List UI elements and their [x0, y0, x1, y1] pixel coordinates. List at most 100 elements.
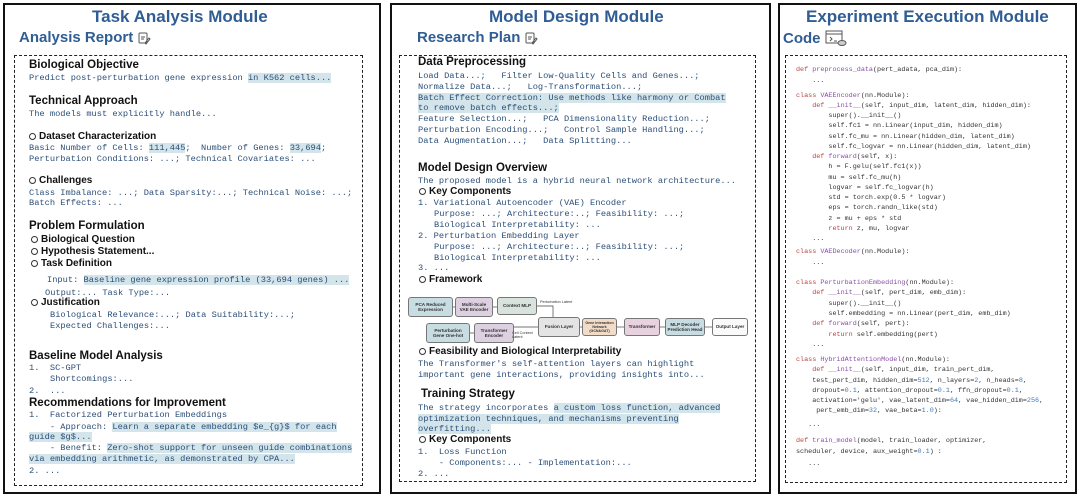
training-highlight-2: optimization techniques, and mechanisms …	[418, 414, 679, 424]
baseline-line-1: 1. SC-GPT	[29, 363, 82, 373]
objective-text: Predict post-perturbation gene expressio…	[29, 73, 248, 83]
analysis-report-box	[14, 55, 363, 486]
training-text: The strategy incorporates	[418, 403, 554, 413]
circle-bullet-icon	[29, 177, 36, 184]
task-definition-item: Task Definition	[31, 258, 112, 269]
analysis-report-subtitle: Analysis Report	[19, 29, 151, 46]
recommendation-2: 2. ...	[29, 466, 61, 476]
circle-bullet-icon	[31, 248, 38, 255]
training-component-1: 1. Loss Function	[418, 447, 507, 457]
analysis-report-label: Analysis Report	[19, 29, 134, 46]
baseline-heading: Baseline Model Analysis	[29, 350, 163, 362]
prep-line-6: Perturbation Encoding...; Control Sample…	[418, 125, 705, 135]
overview-text: The proposed model is a hybrid neural ne…	[418, 176, 737, 186]
code-line: def __init__(self, pert_dim, emb_dim):	[812, 289, 967, 297]
code-line: def preprocess_data(pert_adata, pca_dim)…	[796, 66, 963, 74]
biological-question-item: Biological Question	[31, 234, 135, 245]
challenges-line-1: Class Imbalance: ...; Data Sparsity:...;…	[29, 188, 353, 198]
benefit-text-2: via embedding arithmetic, as demonstrate…	[29, 454, 295, 464]
technical-approach-heading: Technical Approach	[29, 95, 138, 107]
code-line: std = torch.exp(0.5 * logvar)	[796, 194, 946, 202]
approach-text-2: guide $g$...	[29, 432, 92, 442]
training-line-3: overfitting...	[418, 424, 491, 435]
code-line: h = F.gelu(self.fc1(x))	[796, 163, 922, 171]
pca-reduced-expression-node: PCA Reduced Expression	[408, 297, 453, 317]
objective-highlight: in K562 cells...	[247, 73, 332, 83]
code-line: self.fc_logvar = nn.Linear(hidden_dim, l…	[796, 143, 1031, 151]
biological-objective-text: Predict post-perturbation gene expressio…	[29, 73, 332, 84]
technical-approach-text: The models must explicitly handle...	[29, 109, 217, 119]
circle-bullet-icon	[31, 260, 38, 267]
training-key-label: Key Components	[429, 434, 512, 445]
transformer-encoder-node: Transformer Encoder	[474, 323, 514, 343]
approach-label: - Approach:	[29, 422, 113, 432]
component-2: 2. Perturbation Embedding Layer	[418, 231, 580, 241]
feasibility-item: Feasibility and Biological Interpretabil…	[419, 346, 621, 357]
code-line: scheduler, device, aux_weight=0.1) :	[796, 448, 942, 456]
circle-bullet-icon	[31, 299, 38, 306]
prep-line-4: to remove batch effects...;	[418, 103, 559, 114]
code-line: self.fc_mu = nn.Linear(hidden_dim, laten…	[796, 133, 1015, 141]
research-plan-label: Research Plan	[417, 29, 521, 46]
input-value: Baseline gene expression profile (33,694…	[83, 275, 350, 285]
biological-objective-heading: Biological Objective	[29, 59, 139, 71]
code-line: ...	[796, 341, 825, 349]
code-line: ...	[796, 259, 825, 267]
justification-label: Justification	[41, 297, 100, 308]
genes-label: ; Number of Genes:	[185, 143, 290, 153]
code-line: mu = self.fc_mu(h)	[796, 174, 902, 182]
code-line: super().__init__()	[796, 300, 902, 308]
baseline-line-3: 2. ...	[29, 386, 66, 396]
code-line: dropout=0.1, attention_dropout=0.1, ffn_…	[796, 387, 1023, 395]
feasibility-line-2: important gene interactions, providing i…	[418, 370, 705, 380]
code-line: class HybridAttentionModel(nn.Module):	[796, 356, 950, 364]
code-line: return self.embedding(pert)	[828, 331, 938, 339]
cells-value: 111,445	[148, 143, 186, 153]
code-line: class PerturbationEmbedding(nn.Module):	[796, 279, 955, 287]
key-components-label: Key Components	[429, 186, 512, 197]
code-box	[785, 55, 1067, 483]
component-1a: Purpose: ...; Architecture:..; Feasibili…	[434, 209, 685, 219]
dataset-line-1: Basic Number of Cells: 111,445; Number o…	[29, 143, 326, 154]
data-preprocessing-heading: Data Preprocessing	[418, 56, 527, 68]
training-key-components-item: Key Components	[419, 434, 511, 445]
component-2a: Purpose: ...; Architecture:..; Feasibili…	[434, 242, 685, 252]
approach-text: Learn a separate embedding $e_{g}$ for e…	[112, 422, 337, 432]
recommendations-heading: Recommendations for Improvement	[29, 397, 226, 409]
training-highlight-3: overfitting...	[418, 424, 491, 434]
challenges-item: Challenges	[29, 175, 92, 186]
training-component-2: 2. ...	[418, 469, 450, 479]
model-design-panel	[390, 3, 771, 494]
prep-line-7: Data Augmentation...; Data Splitting...	[418, 136, 632, 146]
approach-line: - Approach: Learn a separate embedding $…	[29, 422, 337, 433]
circle-bullet-icon	[31, 236, 38, 243]
genes-value: 33,694	[289, 143, 321, 153]
recommendation-1: 1. Factorized Perturbation Embeddings	[29, 410, 228, 420]
code-line: test_pert_dim, hidden_dim=512, n_layers=…	[796, 377, 1027, 385]
fusion-layer-node: Fusion Layer	[538, 317, 580, 337]
relevance-line: Biological Relevance:...; Data Suitabili…	[50, 310, 296, 320]
code-line: activation='gelu', vae_latent_dim=64, va…	[796, 397, 1044, 405]
code-line: self.fc1 = nn.Linear(input_dim, hidden_d…	[796, 122, 1003, 130]
code-line: class VAEEncoder(nn.Module):	[796, 92, 910, 100]
circle-bullet-icon	[419, 188, 426, 195]
code-line: ...	[796, 460, 821, 468]
code-line: pert_emb_dim=32, vae_beta=1.0):	[796, 407, 942, 415]
feasibility-line-1: The Transformer's self-attention layers …	[418, 359, 695, 369]
benefit-line: - Benefit: Zero-shot support for unseen …	[29, 443, 353, 454]
hypothesis-item: Hypothesis Statement...	[31, 246, 154, 257]
arrow-ctx-fusion	[537, 305, 554, 317]
circle-bullet-icon	[419, 276, 426, 283]
approach-line-2: guide $g$...	[29, 432, 92, 443]
research-plan-subtitle: Research Plan	[417, 29, 539, 46]
framework-label: Framework	[429, 274, 483, 285]
output-layer-node: Output Layer	[712, 318, 748, 336]
cell-context-latent-label: Cell Context Latent	[512, 331, 533, 339]
component-1: 1. Variational Autoencoder (VAE) Encoder	[418, 198, 627, 208]
component-1b: Biological Interpretability: ...	[434, 220, 601, 230]
code-line: class VAEDecoder(nn.Module):	[796, 248, 910, 256]
key-components-item: Key Components	[419, 186, 511, 197]
component-3: 3. ...	[418, 263, 450, 273]
circle-bullet-icon	[419, 348, 426, 355]
